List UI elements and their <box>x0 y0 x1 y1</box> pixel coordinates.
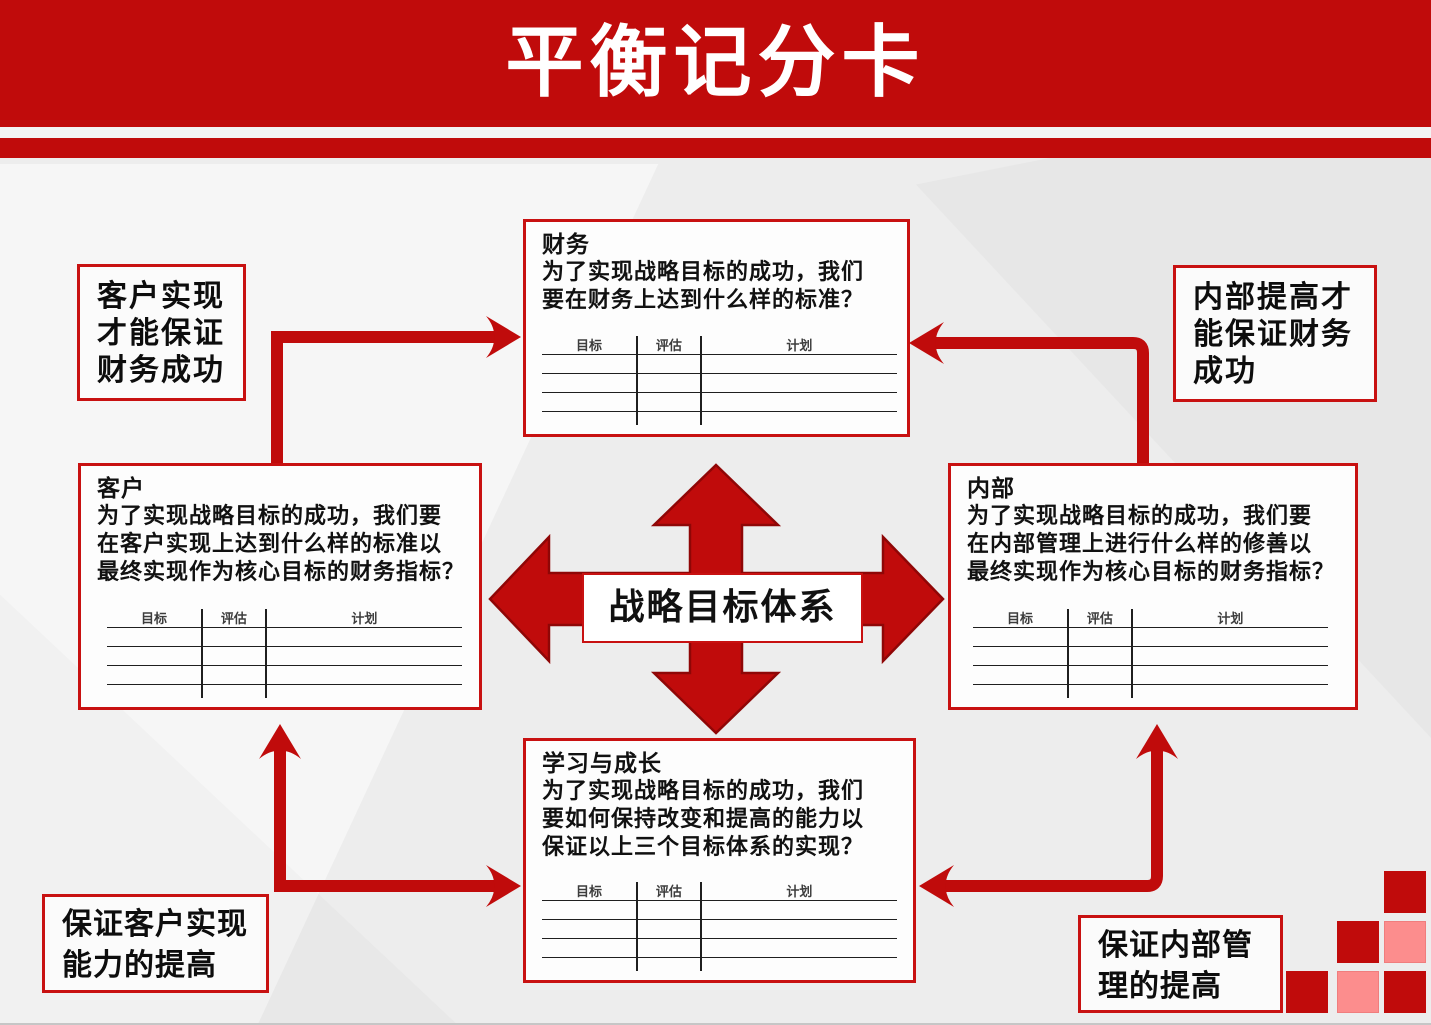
card-internal: 内部 为了实现战略目标的成功，我们要 在内部管理上进行什么样的修善以 最终实现作… <box>948 463 1358 710</box>
connector-top-left <box>271 331 496 463</box>
decor-square <box>1286 971 1328 1013</box>
banner-divider <box>0 127 1431 138</box>
score-table-internal: 目标 评估 计划 <box>973 609 1328 698</box>
table-row <box>973 647 1328 666</box>
col-header-plan: 计划 <box>1217 611 1244 626</box>
score-table-header: 目标 评估 计划 <box>973 609 1328 629</box>
title-banner: 平衡记分卡 <box>0 0 1431 127</box>
note-top-right: 内部提高才 能保证财务 成功 <box>1173 265 1377 402</box>
note-bottom-right: 保证内部管 理的提高 <box>1078 915 1283 1013</box>
col-header-evaluate: 评估 <box>636 336 702 356</box>
table-row <box>542 355 897 374</box>
card-internal-question: 为了实现战略目标的成功，我们要 在内部管理上进行什么样的修善以 最终实现作为核心… <box>967 503 1336 584</box>
card-customer-question: 为了实现战略目标的成功，我们要 在客户实现上达到什么样的标准以 最终实现作为核心… <box>97 503 466 584</box>
slide-title: 平衡记分卡 <box>505 18 926 106</box>
connector-top-right <box>934 337 1149 463</box>
table-row <box>107 666 462 685</box>
arrowhead-right-icon <box>486 865 521 907</box>
decor-square <box>1384 921 1426 963</box>
table-row <box>542 920 897 939</box>
col-header-plan: 计划 <box>351 611 378 626</box>
col-header-goal: 目标 <box>576 884 603 899</box>
score-table-header: 目标 评估 计划 <box>542 882 897 902</box>
col-header-goal: 目标 <box>1007 611 1034 626</box>
score-table-header: 目标 评估 计划 <box>542 336 897 356</box>
arrowhead-left-icon <box>919 865 954 907</box>
card-finance: 财务 为了实现战略目标的成功，我们 要在财务上达到什么样的标准？ 目标 评估 计… <box>523 219 910 437</box>
arrowhead-left-icon <box>909 322 944 364</box>
card-learning: 学习与成长 为了实现战略目标的成功，我们 要如何保持改变和提高的能力以 保证以上… <box>523 738 916 983</box>
table-row <box>107 628 462 647</box>
card-internal-title: 内部 <box>967 475 1015 501</box>
col-header-evaluate: 评估 <box>636 882 702 902</box>
score-table-header: 目标 评估 计划 <box>107 609 462 629</box>
arrowhead-up-icon <box>1136 724 1178 759</box>
table-row <box>542 939 897 958</box>
card-learning-question: 为了实现战略目标的成功，我们 要如何保持改变和提高的能力以 保证以上三个目标体系… <box>542 778 865 859</box>
decor-square <box>1384 971 1426 1013</box>
bottom-edge-line <box>0 1023 1431 1025</box>
table-row <box>542 374 897 393</box>
table-row <box>107 647 462 666</box>
card-finance-question: 为了实现战略目标的成功，我们 要在财务上达到什么样的标准？ <box>542 259 865 312</box>
table-row <box>542 412 897 425</box>
col-header-goal: 目标 <box>576 338 603 353</box>
banner-substripe <box>0 138 1431 158</box>
decor-square <box>1384 871 1426 913</box>
table-row <box>542 393 897 412</box>
strategy-goal-label: 战略目标体系 <box>582 573 863 643</box>
table-row <box>542 901 897 920</box>
col-header-evaluate: 评估 <box>201 609 267 629</box>
arrowhead-up-icon <box>259 724 301 759</box>
table-row <box>107 685 462 698</box>
connector-bottom-left <box>274 749 496 892</box>
col-header-plan: 计划 <box>786 884 813 899</box>
note-top-left: 客户实现 才能保证 财务成功 <box>77 264 246 401</box>
card-finance-title: 财务 <box>542 231 590 257</box>
col-header-goal: 目标 <box>141 611 168 626</box>
card-customer-title: 客户 <box>97 475 145 501</box>
decor-square <box>1337 921 1379 963</box>
col-header-plan: 计划 <box>786 338 813 353</box>
table-row <box>973 685 1328 698</box>
score-table-learning: 目标 评估 计划 <box>542 882 897 971</box>
col-header-evaluate: 评估 <box>1067 609 1133 629</box>
connector-bottom-right <box>944 749 1163 892</box>
card-learning-title: 学习与成长 <box>542 750 662 776</box>
table-row <box>973 666 1328 685</box>
decor-square <box>1337 971 1379 1013</box>
table-row <box>973 628 1328 647</box>
table-row <box>542 958 897 971</box>
arrowhead-right-icon <box>486 316 521 358</box>
note-bottom-left: 保证客户实现 能力的提高 <box>42 894 269 993</box>
card-customer: 客户 为了实现战略目标的成功，我们要 在客户实现上达到什么样的标准以 最终实现作… <box>78 463 482 710</box>
score-table-finance: 目标 评估 计划 <box>542 336 897 425</box>
score-table-customer: 目标 评估 计划 <box>107 609 462 698</box>
